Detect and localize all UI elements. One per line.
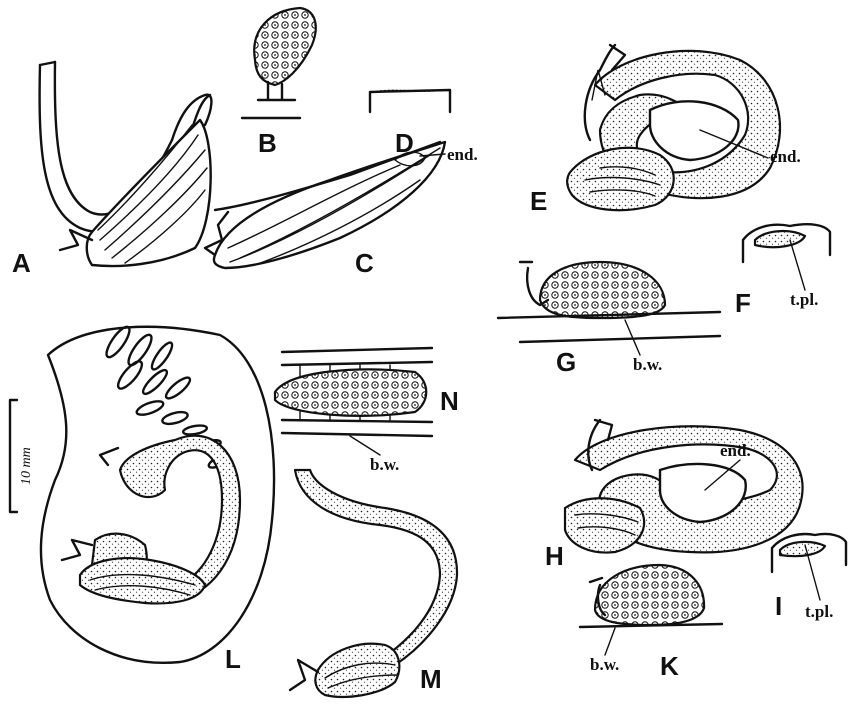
figure-h — [565, 420, 803, 553]
figure-b — [242, 8, 316, 118]
annotation-bw-n: b.w. — [370, 455, 399, 474]
label-n: N — [440, 386, 459, 416]
figure-i — [772, 534, 846, 600]
annotation-bw-k: b.w. — [590, 655, 619, 674]
label-l: L — [225, 644, 241, 674]
figure-c — [205, 142, 445, 268]
annotation-tpl-i: t.pl. — [805, 602, 833, 621]
label-e: E — [530, 186, 547, 216]
annotation-tpl-f: t.pl. — [790, 290, 818, 309]
label-i: I — [775, 591, 782, 621]
label-d: D — [395, 128, 414, 158]
figure-d — [370, 90, 450, 112]
annotation-end-c: end. — [447, 145, 478, 164]
label-f: F — [735, 288, 751, 318]
figure-f — [743, 224, 830, 290]
figure-a — [40, 62, 212, 266]
label-g: G — [556, 347, 576, 377]
figure-l — [41, 324, 274, 663]
label-m: M — [420, 664, 442, 694]
annotation-bw-g: b.w. — [633, 355, 662, 374]
annotation-end-h: end. — [720, 441, 751, 460]
annotation-end-e: end. — [770, 147, 801, 166]
figure-g — [498, 262, 720, 355]
label-k: K — [660, 651, 679, 681]
label-b: B — [258, 128, 277, 158]
label-a: A — [12, 248, 31, 278]
figure-n — [275, 348, 432, 455]
figure-e — [567, 45, 780, 210]
scale-bar-label: 10 mm — [19, 447, 34, 485]
scale-bar: 10 mm — [10, 400, 34, 512]
label-c: C — [355, 248, 374, 278]
label-h: H — [545, 541, 564, 571]
figure-k — [580, 565, 722, 655]
figure-m — [290, 470, 457, 697]
